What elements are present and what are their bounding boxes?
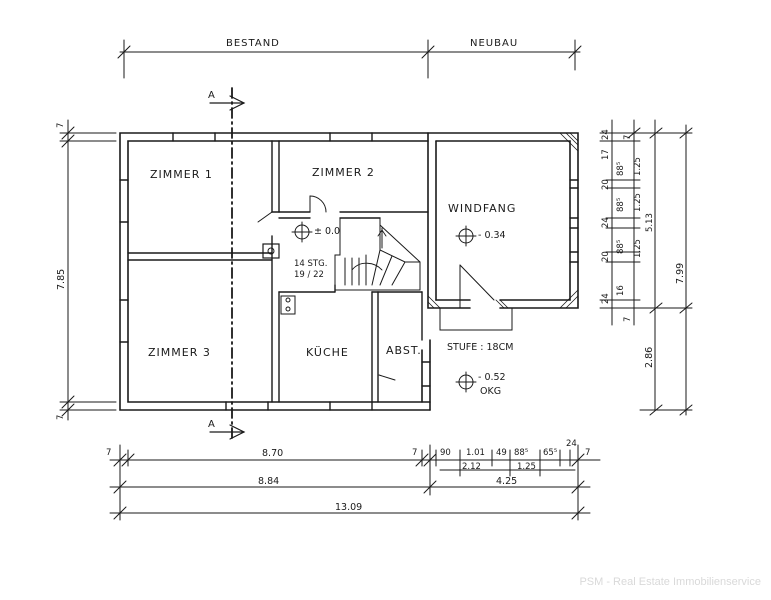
dim-bottom-r2-a: 2.12 — [462, 462, 481, 472]
room-kueche: KÜCHE — [306, 346, 349, 359]
wall-hatch — [427, 132, 579, 309]
staircase — [334, 217, 421, 291]
dim-right-a: 24 — [601, 129, 611, 140]
dim-right-o: 16 — [616, 285, 626, 296]
dim-bottom-r1-e: 65⁵ — [543, 448, 557, 458]
room-zimmer2: ZIMMER 2 — [312, 166, 375, 179]
interior-walls — [127, 140, 429, 403]
dim-right-l: 88⁵ — [616, 240, 626, 254]
dim-right-g: 24 — [601, 217, 611, 228]
windows — [119, 132, 579, 411]
dim-bottom-r1-f: 24 — [566, 439, 577, 449]
dim-bottom-r1-g: 7 — [585, 448, 590, 458]
stair-count: 14 STG. — [294, 259, 327, 269]
dim-bottom-r1-left: 7 — [106, 448, 111, 458]
dim-bottom-r3-left: 8.84 — [258, 476, 279, 487]
level-okg: OKG — [480, 386, 501, 397]
room-abst: ABST. — [386, 344, 422, 357]
dim-right-p: 7 — [623, 317, 633, 322]
dim-bottom-r3-right: 4.25 — [496, 476, 517, 487]
dim-right-i: 1.25 — [633, 193, 643, 212]
bottom-dimension-lines — [109, 444, 601, 521]
dim-bottom-r4-total: 13.09 — [335, 502, 362, 513]
top-dimension-line — [117, 39, 582, 79]
stove — [280, 295, 296, 315]
left-dimension-line — [59, 119, 117, 421]
dim-bottom-r1-wall: 7 — [412, 448, 417, 458]
label-neubau: NEUBAU — [470, 38, 518, 49]
entry-step — [439, 307, 513, 331]
room-zimmer3: ZIMMER 3 — [148, 346, 211, 359]
dim-right-total: 7.99 — [675, 263, 686, 284]
dim-bottom-r1-b: 1.01 — [466, 448, 485, 458]
dim-right-j: 5.13 — [645, 213, 655, 232]
label-bestand: BESTAND — [226, 38, 280, 49]
dim-right-k: 20 — [601, 251, 611, 262]
room-zimmer1: ZIMMER 1 — [150, 168, 213, 181]
dim-bottom-r1-c: 49 — [496, 448, 507, 458]
level-markers — [291, 221, 477, 393]
right-dimension-lines — [599, 119, 693, 416]
dim-bottom-r1-a: 90 — [440, 448, 451, 458]
dim-right-lower: 2.86 — [644, 347, 655, 368]
section-line-a — [209, 87, 246, 441]
dim-left-main: 7.85 — [56, 269, 67, 290]
dim-bottom-r1-d: 88⁵ — [514, 448, 528, 458]
dim-right-e: 88⁵ — [616, 162, 626, 176]
room-windfang: WINDFANG — [448, 202, 516, 215]
step-note: STUFE : 18CM — [447, 342, 513, 353]
dim-left-top: 7 — [56, 123, 66, 128]
dim-bottom-r1-main: 8.70 — [262, 448, 283, 459]
dim-right-m: 1.25 — [633, 239, 643, 258]
dim-right-b: 7 — [623, 135, 633, 140]
dim-right-f: 1.25 — [633, 157, 643, 176]
level-main: ± 0.0 — [314, 226, 340, 237]
level-outside: - 0.52 — [478, 372, 506, 383]
stair-ratio: 19 / 22 — [294, 270, 324, 280]
section-marker-top: A — [208, 90, 216, 101]
dim-left-bottom: 7 — [56, 415, 66, 420]
dim-right-n: 24 — [601, 293, 611, 304]
dim-right-d: 20 — [601, 179, 611, 190]
dim-bottom-r2-b: 1.25 — [517, 462, 536, 472]
section-marker-bottom: A — [208, 419, 216, 430]
dim-right-h: 88⁵ — [616, 198, 626, 212]
watermark: PSM - Real Estate Immobilienservice — [579, 576, 761, 588]
dim-right-c: 17 — [601, 149, 611, 160]
doors — [257, 195, 495, 381]
level-windfang: - 0.34 — [478, 230, 506, 241]
